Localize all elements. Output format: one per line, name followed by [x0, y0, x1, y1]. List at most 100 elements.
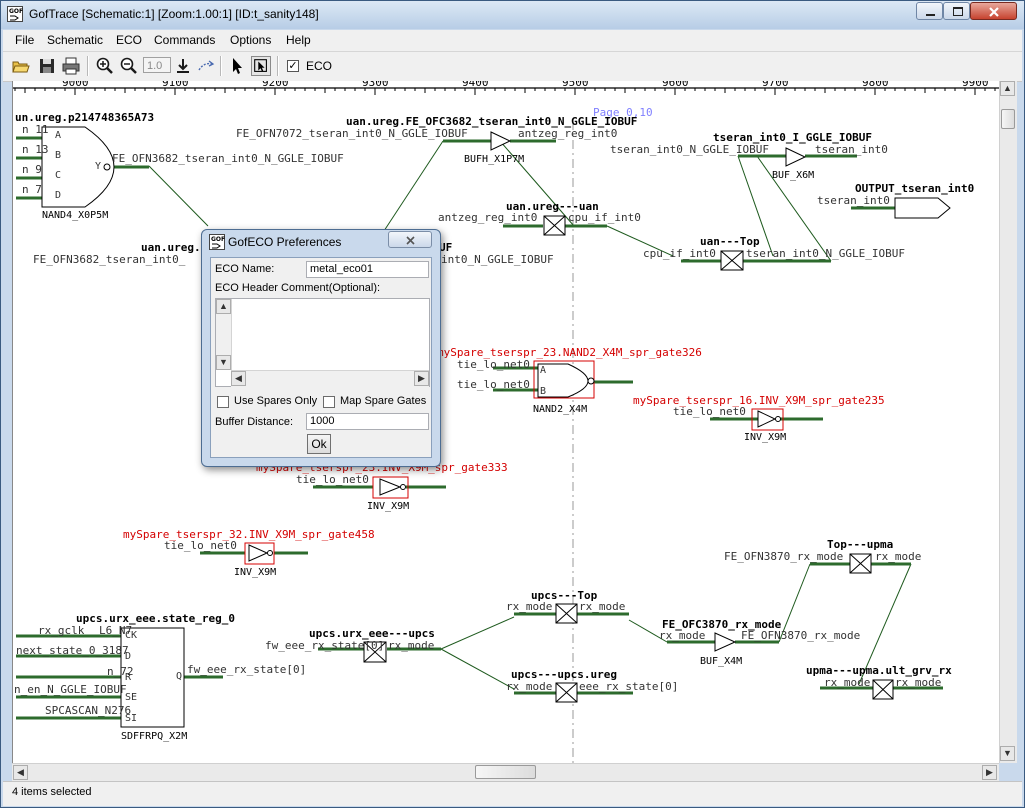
- label-tseran-int0-a: tseran_int0: [815, 143, 888, 156]
- select-area-icon[interactable]: [251, 56, 271, 76]
- label-rx-mode-7: rx_mode: [824, 676, 870, 689]
- pin-y: Y: [95, 161, 101, 172]
- label-rx-mode-8: rx_mode: [895, 676, 941, 689]
- pin-nand2-b: B: [540, 386, 546, 397]
- ruler-tick-label: 9500: [562, 81, 589, 89]
- textarea-hscroll[interactable]: ◀ ▶: [231, 370, 429, 387]
- horizontal-scroll-thumb[interactable]: [475, 765, 536, 779]
- header-comment-textarea[interactable]: ▲ ▼ ◀ ▶: [215, 298, 430, 387]
- ruler-tick-label: 9200: [262, 81, 289, 89]
- label-tseran-int0-b: tseran_int0: [817, 194, 890, 207]
- close-window-button[interactable]: [970, 2, 1017, 20]
- label-spare-nand2: mySpare_tserspr_23.NAND2_X4M_spr_gate326: [437, 346, 702, 359]
- menu-help[interactable]: Help: [286, 33, 311, 47]
- label-nand4-pin-c-net: n 9: [22, 163, 42, 176]
- scroll-up-arrow[interactable]: ▲: [1000, 81, 1015, 96]
- minimize-button[interactable]: [916, 2, 943, 20]
- bufh-gate: [490, 131, 512, 151]
- label-n-72: n_72: [107, 665, 134, 678]
- label-rx-mode-3: rx_mode: [579, 600, 625, 613]
- zoom-level-field[interactable]: 1.0: [143, 57, 171, 73]
- svg-text:GOF: GOF: [9, 8, 23, 15]
- ruler-tick-label: 9900: [962, 81, 989, 89]
- dialog-close-button[interactable]: [388, 231, 432, 248]
- use-spares-only-checkbox[interactable]: [217, 396, 229, 408]
- pin-ck: CK: [125, 630, 137, 641]
- map-spare-gates-label: Map Spare Gates: [340, 395, 427, 407]
- label-iobuf-frag-top: UF: [439, 241, 452, 254]
- eco-preferences-dialog: GOF GofECO Preferences ECO Name: metal_e…: [201, 229, 441, 467]
- ok-button[interactable]: Ok: [307, 434, 331, 454]
- scroll-down-arrow[interactable]: ▼: [1000, 746, 1015, 761]
- textarea-scroll-left[interactable]: ◀: [231, 371, 246, 386]
- ruler-tick-label: 9100: [162, 81, 189, 89]
- scroll-left-arrow[interactable]: ◀: [13, 765, 28, 780]
- label-tseran-buf-inst: tseran_int0_I_GGLE_IOBUF: [713, 131, 872, 144]
- ruler-tick-label: 9700: [762, 81, 789, 89]
- pin-nand2-a: A: [540, 365, 546, 376]
- status-bar: 4 items selected: [3, 781, 1022, 806]
- ruler-tick-label: 9000: [62, 81, 89, 89]
- label-upcs-ureg: upcs---upcs.ureg: [511, 668, 617, 681]
- label-cpu-if-int0-a: cpu_if_int0: [568, 211, 641, 224]
- header-comment-label: ECO Header Comment(Optional):: [215, 282, 381, 294]
- label-output-port: OUTPUT_tseran_int0: [855, 182, 974, 195]
- toolbar-separator: [220, 56, 222, 76]
- vertical-scroll-thumb[interactable]: [1001, 109, 1015, 129]
- ruler-tick-label: 9400: [462, 81, 489, 89]
- instance-labels: un.ureg.p214748365A73 uan.ureg.FE_OFC368…: [15, 111, 974, 681]
- maximize-button[interactable]: [943, 2, 970, 20]
- print-icon[interactable]: [61, 56, 81, 76]
- menu-commands[interactable]: Commands: [154, 33, 216, 47]
- hier-connectors: [363, 215, 894, 703]
- menu-file[interactable]: File: [15, 33, 35, 47]
- zoom-out-icon[interactable]: [119, 56, 139, 76]
- label-nand4-pin-a-net: n 11: [22, 123, 49, 136]
- label-inv-x9m-2: INV_X9M: [367, 501, 409, 512]
- pin-c: C: [55, 170, 61, 181]
- label-fw-eee-rx-state: fw_eee_rx_state[0]: [187, 663, 306, 676]
- eco-mode-label: ECO: [306, 59, 333, 73]
- label-nand4-cell: NAND4_X0P5M: [42, 210, 108, 221]
- label-nand2-cell: NAND2_X4M: [533, 404, 587, 415]
- scroll-right-arrow[interactable]: ▶: [982, 765, 997, 780]
- label-fe-ofn3682-net-b: FE_OFN3682_tseran_int0_: [33, 253, 186, 266]
- select-pointer-icon[interactable]: [227, 56, 247, 76]
- textarea-scroll-right[interactable]: ▶: [414, 371, 429, 386]
- horizontal-scrollbar[interactable]: ◀ ▶: [12, 763, 999, 781]
- label-inv-x9m-1: INV_X9M: [744, 432, 786, 443]
- menu-options[interactable]: Options: [230, 33, 272, 47]
- menu-eco[interactable]: ECO: [116, 33, 143, 47]
- eco-name-input[interactable]: metal_eco01: [306, 261, 429, 278]
- inv-x9m-gate-1: [751, 408, 784, 431]
- label-upma-grv: upma---upma.ult_grv_rx: [806, 664, 952, 677]
- label-tie-lo-5: tie_lo_net0: [164, 539, 237, 552]
- menu-schematic[interactable]: Schematic: [47, 33, 104, 47]
- maximize-icon: [953, 7, 963, 16]
- map-spare-gates-checkbox[interactable]: [323, 396, 335, 408]
- textarea-vscroll[interactable]: ▲ ▼: [216, 299, 232, 370]
- menu-bar: File Schematic ECO Commands Options Help: [3, 30, 1022, 52]
- label-inv-x9m-3: INV_X9M: [234, 567, 276, 578]
- textarea-scroll-down[interactable]: ▼: [216, 355, 231, 370]
- label-spcascan: SPCASCAN_N276: [45, 704, 131, 717]
- vertical-scrollbar[interactable]: ▲ ▼: [999, 81, 1017, 763]
- open-folder-icon[interactable]: [11, 56, 31, 76]
- zoom-in-icon[interactable]: [95, 56, 115, 76]
- eco-mode-checkbox[interactable]: ✓: [287, 60, 299, 72]
- pin-a: A: [55, 130, 61, 141]
- label-uan-top-inst: uan---Top: [700, 235, 760, 248]
- ruler-tick-label: 9600: [662, 81, 689, 89]
- net-labels: n 11 n 13 n 9 n 7 FE_OFN3682_tseran_int0…: [14, 123, 941, 717]
- textarea-scroll-up[interactable]: ▲: [216, 299, 231, 314]
- label-l6-n7: L6_N7: [99, 624, 132, 637]
- buffer-distance-input[interactable]: 1000: [306, 413, 429, 430]
- toolbar-separator: [277, 56, 279, 76]
- fit-view-icon[interactable]: [196, 56, 216, 76]
- toolbar: 1.0 ✓ ECO: [3, 52, 1022, 82]
- save-icon[interactable]: [37, 56, 57, 76]
- zoom-apply-icon[interactable]: [173, 56, 193, 76]
- label-spare-inv16: mySpare_tserspr_16.INV_X9M_spr_gate235: [633, 394, 885, 407]
- pin-q: Q: [176, 671, 182, 682]
